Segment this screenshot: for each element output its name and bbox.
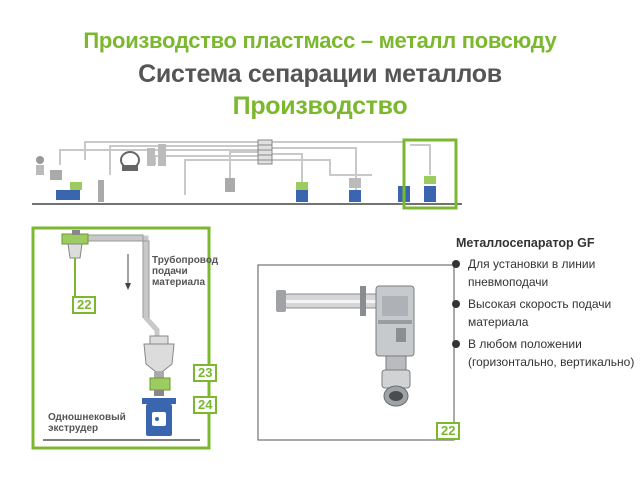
metal-separator-photo: [276, 285, 415, 407]
feed-pipe: [88, 235, 160, 336]
overview-highlight: [402, 138, 458, 210]
manifold-icon: [257, 139, 273, 165]
badge-23: 23: [193, 364, 218, 382]
heading-section: Производство: [232, 92, 408, 120]
feature-item: Высокая скорость подачи материала: [452, 295, 637, 331]
left-panel-frame: [31, 226, 211, 450]
bullet-dot-icon: [452, 300, 460, 308]
badge-22-product: 22: [436, 422, 461, 440]
overview-equipment-icons: [36, 144, 436, 202]
separator-icon: [149, 377, 171, 391]
badge-24: 24: [193, 396, 218, 414]
hopper-icon: [143, 343, 175, 373]
pipe-label: Трубопровод подачи материала: [152, 255, 219, 288]
product-title: Металлосепаратор GF: [456, 236, 595, 250]
overview-line: [32, 141, 462, 205]
feature-item: В любом положении (горизонтально, вертик…: [452, 335, 637, 371]
feature-item: Для установки в линии пневмоподачи: [452, 255, 637, 291]
bullet-dot-icon: [452, 260, 460, 268]
badge-22-left: 22: [72, 296, 97, 314]
separator-top-icon: [61, 233, 89, 245]
extruder-label: Одношнековый экструдер: [48, 412, 126, 434]
heading-main: Система сепарации металлов: [138, 60, 502, 88]
heading-top: Производство пластмасс – металл повсюду: [83, 28, 557, 53]
product-photo-frame: [257, 264, 455, 441]
bullet-dot-icon: [452, 340, 460, 348]
